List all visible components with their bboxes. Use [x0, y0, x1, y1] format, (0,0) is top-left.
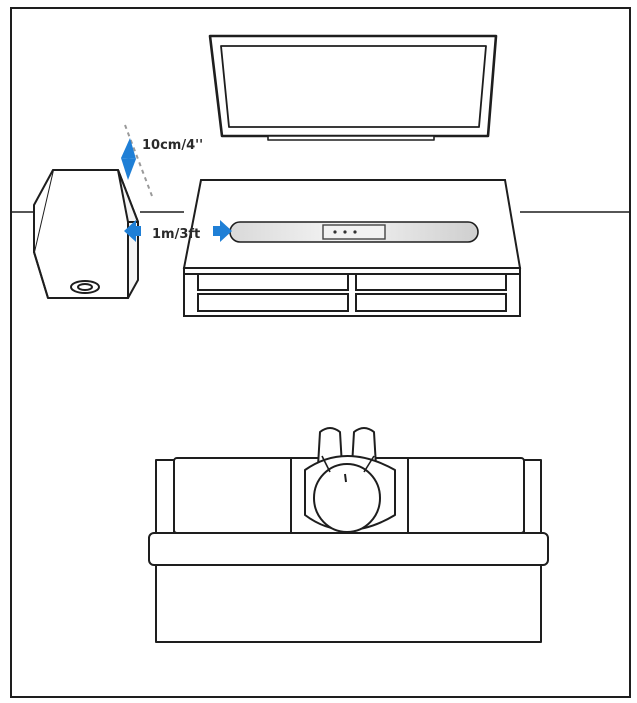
soundbar-icon: [229, 221, 479, 243]
distance-arrow-left: [124, 220, 141, 242]
distance-label: 1m/3ft: [152, 227, 200, 242]
tv-icon: [208, 34, 498, 141]
distance-arrow-right: [213, 220, 232, 242]
tv-stand-cabinet: [182, 179, 522, 317]
clearance-arrows: [121, 138, 136, 180]
clearance-label: 10cm/4'': [142, 138, 203, 153]
subwoofer-icon: [33, 169, 139, 299]
listener-icon: [304, 427, 396, 533]
